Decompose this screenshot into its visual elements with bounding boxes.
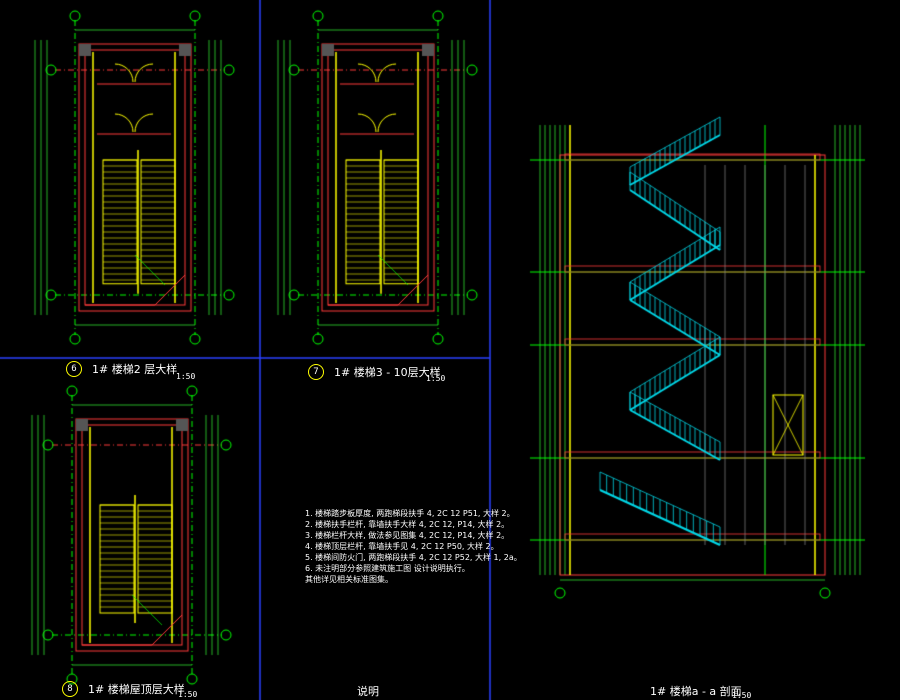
panel-7-scale: 1:50 (426, 374, 446, 383)
panel-8-title: 1# 楼梯屋顶层大样 (88, 683, 185, 696)
note-line: 1. 楼梯踏步板厚度, 两跑梯段扶手 4, 2C 12 P51, 大样 2。 (305, 509, 515, 518)
notes-title: 说明 (357, 685, 379, 698)
panel-7-title: 1# 楼梯3 - 10层大样 (334, 366, 441, 379)
panel-6-scale: 1:50 (176, 372, 196, 381)
note-line: 4. 楼梯顶层栏杆, 靠墙扶手见 4, 2C 12 P50, 大样 2。 (305, 542, 499, 551)
panel-8-scale: 1:50 (178, 690, 198, 699)
note-line: 6. 未注明部分参照建筑施工图 设计说明执行。 (305, 564, 470, 573)
note-line: 2. 楼梯扶手栏杆, 靠墙扶手大样 4, 2C 12, P14, 大样 2。 (305, 520, 510, 529)
panel-8-number: 8 (62, 681, 78, 697)
panel-7-number: 7 (308, 364, 324, 380)
section-title: 1# 楼梯a - a 剖面 (650, 685, 742, 698)
section-scale: 1:50 (732, 691, 752, 700)
note-line: 5. 楼梯间防火门, 两跑梯段扶手 4, 2C 12 P52, 大样 1, 2a… (305, 553, 522, 562)
panel-6-title: 1# 楼梯2 层大样 (92, 363, 178, 376)
note-line: 3. 楼梯栏杆大样, 做法参见图集 4, 2C 12, P14, 大样 2。 (305, 531, 510, 540)
notes-block: 1. 楼梯踏步板厚度, 两跑梯段扶手 4, 2C 12 P51, 大样 2。 2… (305, 508, 522, 585)
note-line: 其他详见相关标准图集。 (305, 575, 393, 584)
panel-6-number: 6 (66, 361, 82, 377)
